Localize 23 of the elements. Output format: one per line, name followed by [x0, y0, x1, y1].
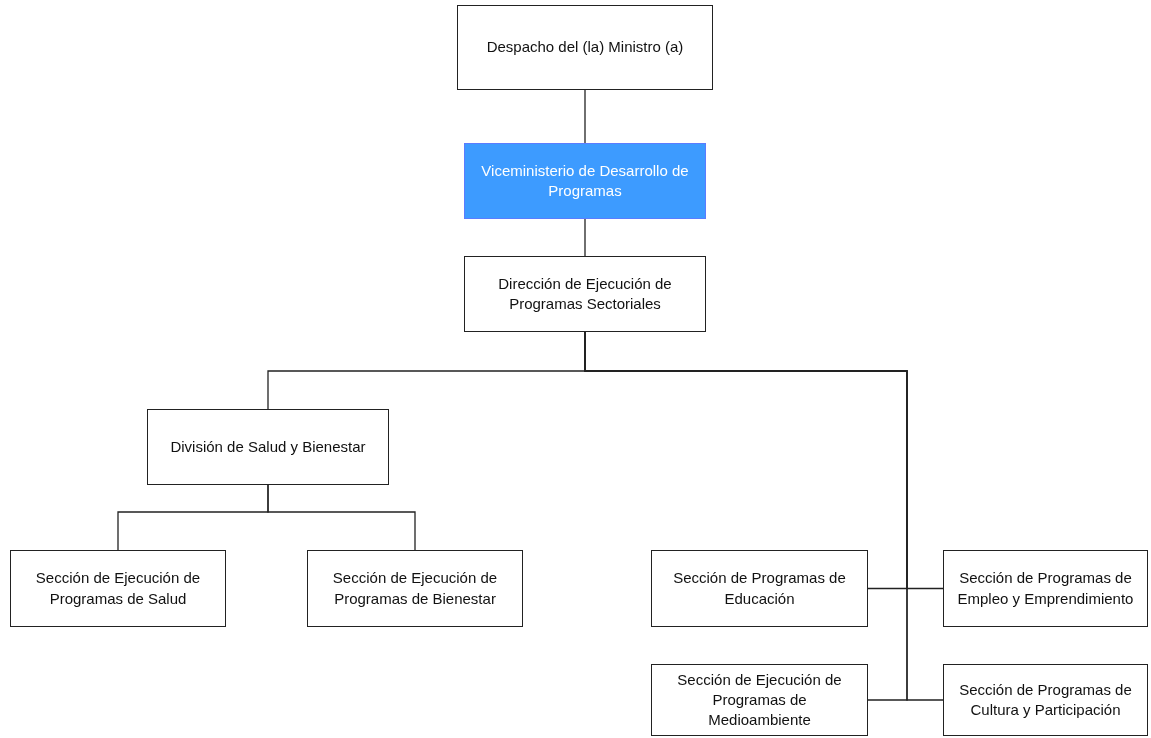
connector-line: [267, 484, 416, 551]
unit-name: Sección de Programas de Empleo y Emprendimiento: [956, 568, 1135, 609]
unit-name: Sección de Ejecución de Programas de Bienestar: [331, 568, 499, 609]
unit-name: Viceministerio de Desarrollo de Programas: [480, 160, 690, 201]
unit-box: [147, 409, 389, 485]
highlighted-unit-box: [464, 143, 706, 219]
unit-box: [651, 664, 868, 736]
unit-box: [651, 550, 868, 627]
connector-line: [584, 89, 586, 144]
unit-box: [943, 664, 1148, 736]
unit-name: Dirección de Ejecución de Programas Sectoriales: [497, 273, 673, 314]
unit-name: Despacho del (la) Ministro (a): [486, 37, 684, 58]
unit-box: [307, 550, 523, 627]
unit-box: [457, 5, 713, 90]
unit-box: [10, 550, 226, 627]
unit-box: [943, 550, 1148, 627]
connector-line: [584, 218, 586, 257]
unit-name: Sección de Programas de Cultura y Participación: [958, 679, 1133, 720]
unit-name: Sección de Ejecución de Programas de Salud: [34, 568, 202, 609]
unit-box: [464, 256, 706, 332]
unit-name: División de Salud y Bienestar: [170, 436, 366, 457]
unit-name: Sección de Programas de Educación: [672, 568, 847, 609]
unit-name: Sección de Ejecución de Programas de Medioambiente: [676, 669, 843, 731]
